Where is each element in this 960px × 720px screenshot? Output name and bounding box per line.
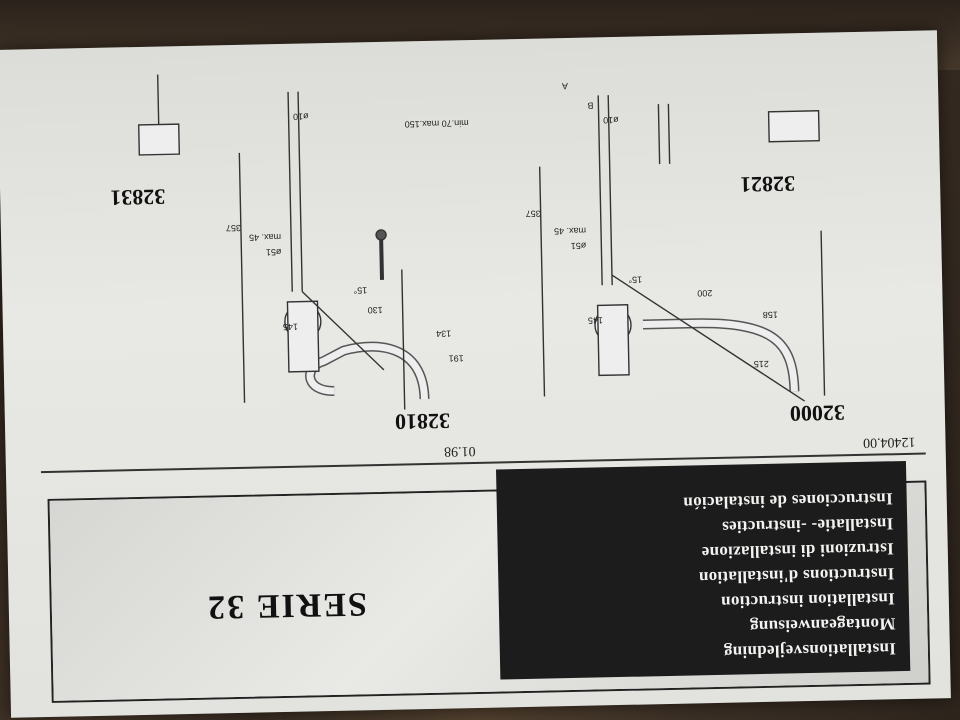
dim-357-a: 357 xyxy=(525,208,541,219)
dim-45-a: max. 45 xyxy=(553,225,587,237)
dim-200: 200 xyxy=(697,287,713,299)
dim-10-b: ø10 xyxy=(292,111,309,122)
dim-51-a: ø51 xyxy=(570,240,587,251)
dim-145-b: 145 xyxy=(282,321,299,332)
dim-357-b: 357 xyxy=(225,222,241,234)
dim-B: B xyxy=(587,100,594,111)
dim-10-a: ø10 xyxy=(603,114,619,126)
dim-215: 215 xyxy=(753,358,769,370)
dim-145-a: 145 xyxy=(587,315,604,326)
dim-45-b: max. 45 xyxy=(248,232,282,243)
dim-A: A xyxy=(561,80,569,92)
dim-15-b: 15° xyxy=(353,285,368,296)
dim-191: 191 xyxy=(448,353,464,364)
instruction-sheet: Installationsvejledning Montageanweisung… xyxy=(0,30,951,718)
dim-134: 134 xyxy=(436,328,452,339)
dim-15-a: 15° xyxy=(628,274,643,285)
dim-min-max: min.70 max.150 xyxy=(404,118,469,130)
dim-158: 158 xyxy=(762,309,778,320)
dim-51-b: ø51 xyxy=(265,247,282,258)
upside-down-content: Installationsvejledning Montageanweisung… xyxy=(0,30,951,718)
dim-130: 130 xyxy=(367,304,383,316)
tap-technical-drawing xyxy=(137,74,826,410)
